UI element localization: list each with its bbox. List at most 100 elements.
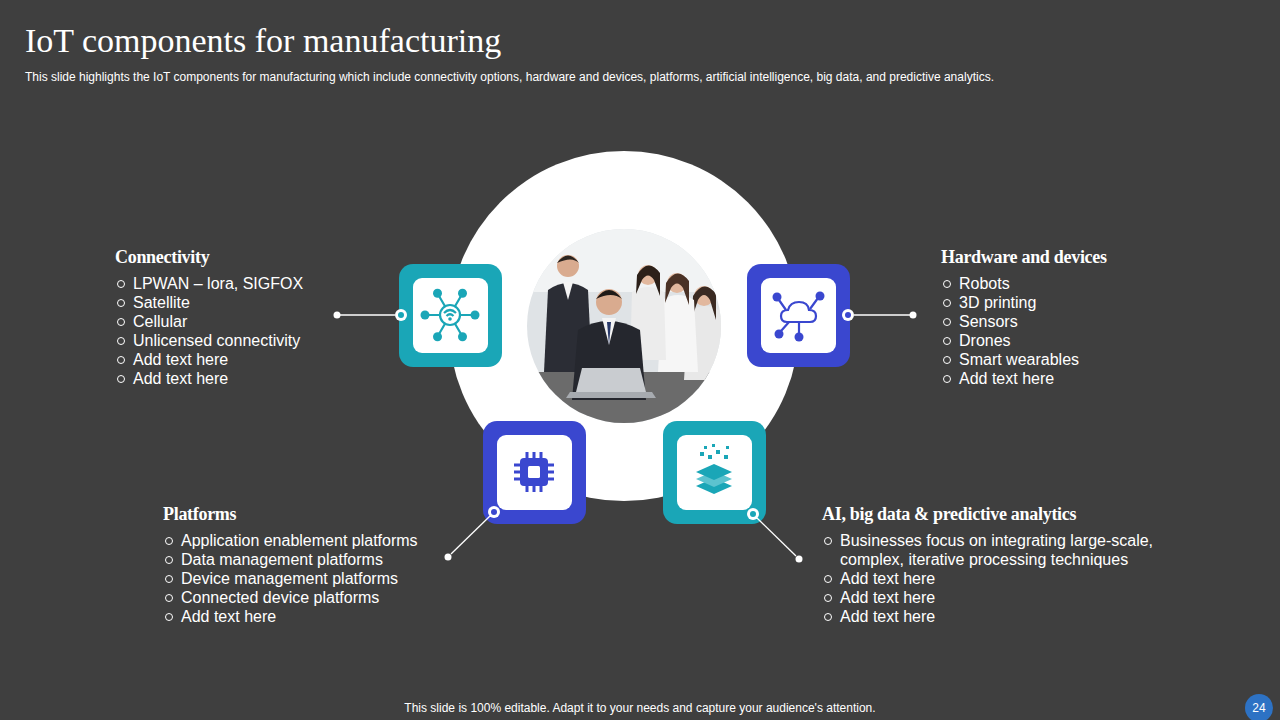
section-group: PlatformsApplication enablement platform… xyxy=(163,503,418,626)
bullet-item: Data management platforms xyxy=(163,550,418,569)
bullet-item: Satellite xyxy=(115,293,303,312)
tile-dot-core xyxy=(750,511,756,517)
person-hair xyxy=(692,286,716,320)
bullet-item: 3D printing xyxy=(941,293,1107,312)
bullet-item: Cellular xyxy=(115,312,303,331)
tile-dot xyxy=(747,508,759,520)
bullet-item: Drones xyxy=(941,331,1107,350)
cloud-node xyxy=(775,330,784,339)
leader-end xyxy=(445,554,452,561)
person-head xyxy=(596,289,622,315)
data-pixel xyxy=(700,452,704,456)
person-hair xyxy=(636,265,660,296)
cloud-network-icon xyxy=(779,298,818,334)
section-heading: Hardware and devices xyxy=(941,246,1107,268)
bullet-item: Smart wearables xyxy=(941,350,1107,369)
leader-line xyxy=(451,516,490,554)
laptop xyxy=(576,368,646,392)
cloud-links xyxy=(779,298,818,334)
footer-note: This slide is 100% editable. Adapt it to… xyxy=(404,701,875,715)
person-head xyxy=(557,255,579,277)
icon-tile-inner xyxy=(413,278,488,353)
leader-end xyxy=(910,312,917,319)
bullet-item: Add text here xyxy=(941,369,1107,388)
data-pixel xyxy=(712,444,715,447)
data-pixel xyxy=(726,446,729,449)
cloud-nodes xyxy=(773,292,825,342)
data-pixel xyxy=(724,455,728,459)
icon-tile xyxy=(663,421,766,524)
bullet-item: Add text here xyxy=(163,607,418,626)
section-group: Hardware and devicesRobots3D printingSen… xyxy=(941,246,1107,388)
tile-dot xyxy=(842,309,854,321)
leader-line xyxy=(854,314,910,315)
tile-dot-core xyxy=(845,312,851,318)
tile-dot-core xyxy=(491,509,497,515)
person-shirt xyxy=(563,282,573,300)
slide-title: IoT components for manufacturing xyxy=(25,21,501,61)
bullet-item: Device management platforms xyxy=(163,569,418,588)
chip-icon xyxy=(514,452,554,492)
hub-node xyxy=(458,332,467,341)
hub-ring xyxy=(440,305,460,325)
laptop-base xyxy=(566,392,656,398)
wifi-arcs xyxy=(444,310,456,316)
hub-spokes xyxy=(428,296,472,334)
icon-tile-inner xyxy=(761,278,836,353)
section-group: ConnectivityLPWAN – lora, SIGFOXSatellit… xyxy=(115,246,303,388)
bullet-item: Connected device platforms xyxy=(163,588,418,607)
tile-dot xyxy=(488,506,500,518)
chip-core xyxy=(528,466,540,478)
cloud-node xyxy=(816,292,825,301)
bullet-item: LPWAN – lora, SIGFOX xyxy=(115,274,303,293)
page-number-badge: 24 xyxy=(1245,694,1273,720)
cloud-outline xyxy=(781,302,816,322)
data-layers-icon xyxy=(696,444,732,494)
hub-node xyxy=(433,332,442,341)
bullet-item: Add text here xyxy=(822,607,1162,626)
leader-end xyxy=(334,312,341,319)
person-suit xyxy=(572,321,646,400)
bullet-item: Businesses focus on integrating large-sc… xyxy=(822,531,1162,569)
person-hair xyxy=(557,256,579,264)
hub-nodes xyxy=(421,289,480,341)
data-pixel xyxy=(708,455,712,459)
page-number: 24 xyxy=(1252,701,1265,715)
cloud-node xyxy=(795,333,804,342)
slide-subtitle: This slide highlights the IoT components… xyxy=(25,70,994,84)
bullet-item: Unlicensed connectivity xyxy=(115,331,303,350)
leader-line xyxy=(340,314,395,315)
hub-node xyxy=(433,289,442,298)
hub-node xyxy=(458,289,467,298)
photo-background xyxy=(520,222,730,432)
bullet-item: Add text here xyxy=(115,350,303,369)
person-hair xyxy=(665,273,689,305)
bullet-item: Sensors xyxy=(941,312,1107,331)
section-group: AI, big data & predictive analyticsBusin… xyxy=(822,503,1162,626)
section-heading: Connectivity xyxy=(115,246,303,268)
chip-pins xyxy=(514,452,554,492)
data-pixel xyxy=(704,446,707,449)
bullet-item: Application enablement platforms xyxy=(163,531,418,550)
icon-tile xyxy=(747,264,850,367)
person-shirt xyxy=(602,318,616,345)
leader-dots xyxy=(334,309,917,563)
tile-dot xyxy=(395,309,407,321)
icon-tile xyxy=(399,264,502,367)
person-hair xyxy=(596,290,622,299)
cloud-node xyxy=(773,293,782,302)
photo-window xyxy=(520,222,730,292)
bullet-item: Add text here xyxy=(822,588,1162,607)
data-layer xyxy=(696,464,732,480)
icon-tile-inner xyxy=(677,435,752,510)
hub-node xyxy=(471,311,480,320)
section-heading: AI, big data & predictive analytics xyxy=(822,503,1162,525)
hub-dot xyxy=(448,317,452,321)
network-hub-icon xyxy=(428,296,472,334)
hub-node xyxy=(421,311,430,320)
person-tie xyxy=(607,322,611,345)
section-heading: Platforms xyxy=(163,503,418,525)
chip-body xyxy=(520,458,548,486)
bullet-item: Add text here xyxy=(115,369,303,388)
